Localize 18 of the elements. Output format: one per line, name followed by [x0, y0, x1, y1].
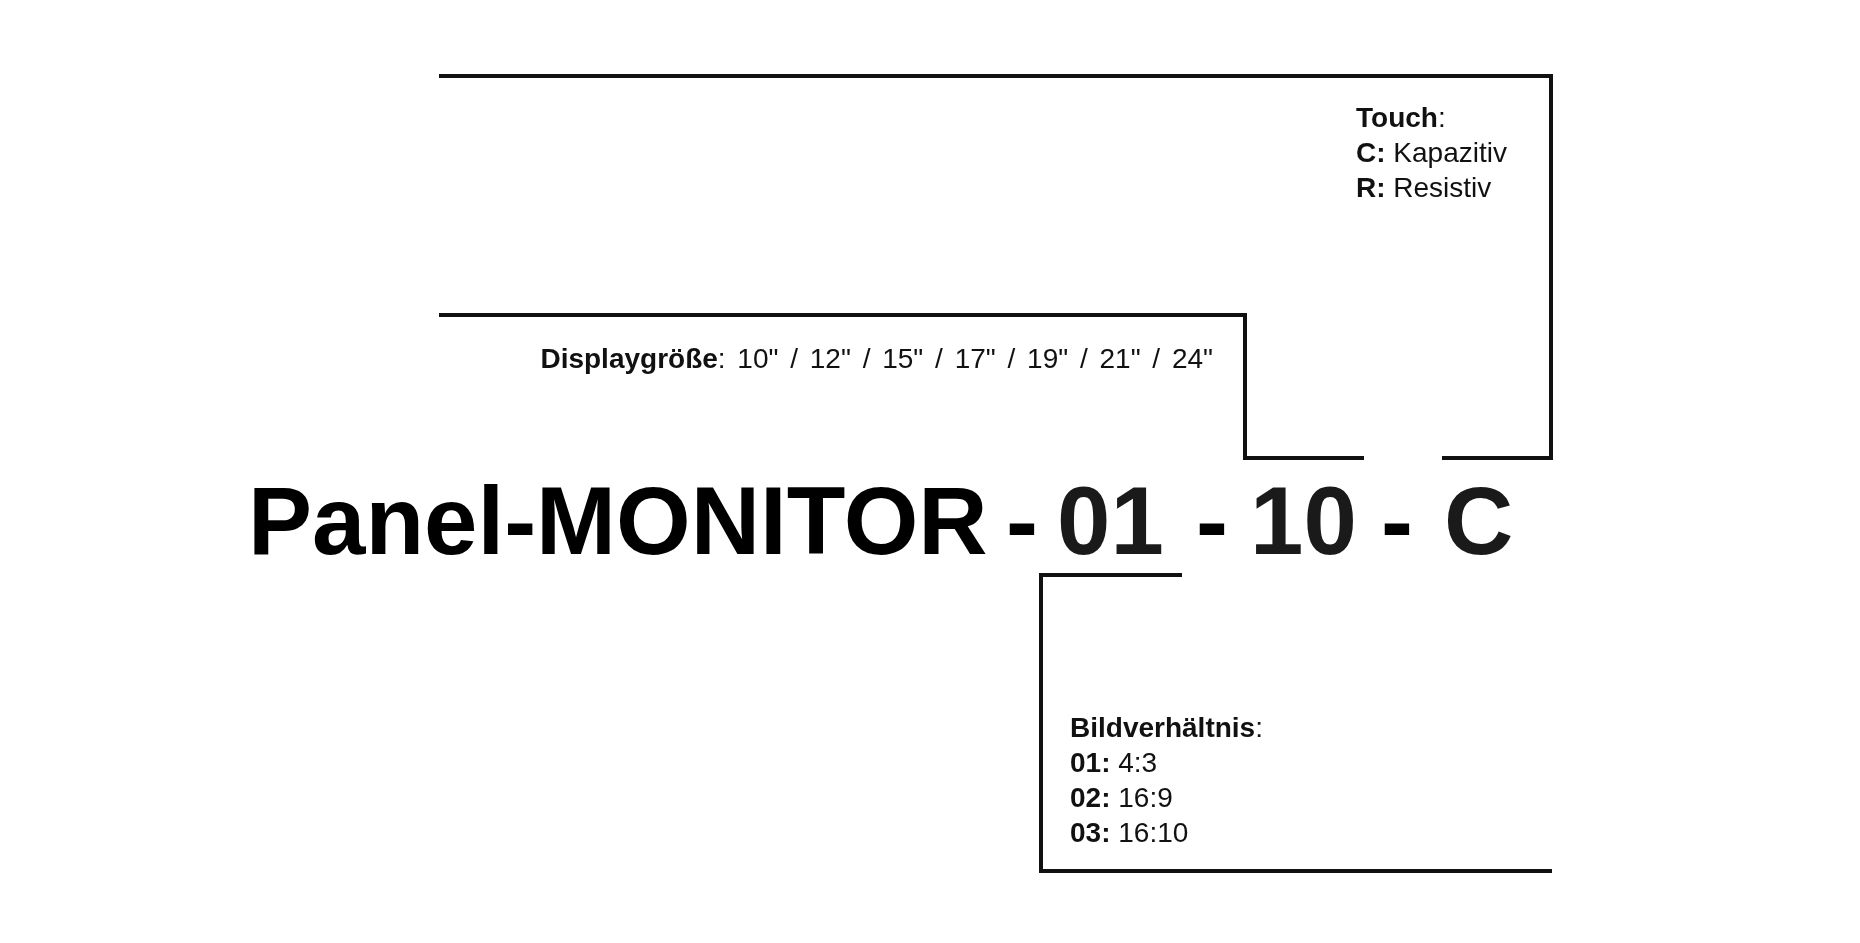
option-text: 01: 4:3 — [1070, 746, 1158, 780]
spec-text: Displaygröße: 10" / 12" / 15" / 17" / 19" / 21" / 24" — [540, 342, 1213, 376]
category-heading: Bildverhältnis: — [1070, 711, 1263, 745]
code-label: 10 — [1250, 473, 1357, 569]
code-label: C — [1444, 473, 1514, 569]
leader-line — [1039, 573, 1182, 577]
code-label: 01 — [1057, 473, 1164, 569]
category-heading: Touch: — [1356, 101, 1446, 135]
separator-dash: - — [1006, 473, 1038, 569]
option-text: C: Kapazitiv — [1356, 136, 1507, 170]
product-name: Panel-MONITOR — [248, 473, 988, 569]
option-text: 02: 16:9 — [1070, 781, 1173, 815]
option-text: R: Resistiv — [1356, 171, 1492, 205]
option-text: 03: 16:10 — [1070, 816, 1189, 850]
separator-dash: - — [1196, 473, 1228, 569]
leader-line — [1243, 456, 1364, 460]
leader-line — [1442, 456, 1553, 460]
separator-dash: - — [1381, 473, 1413, 569]
